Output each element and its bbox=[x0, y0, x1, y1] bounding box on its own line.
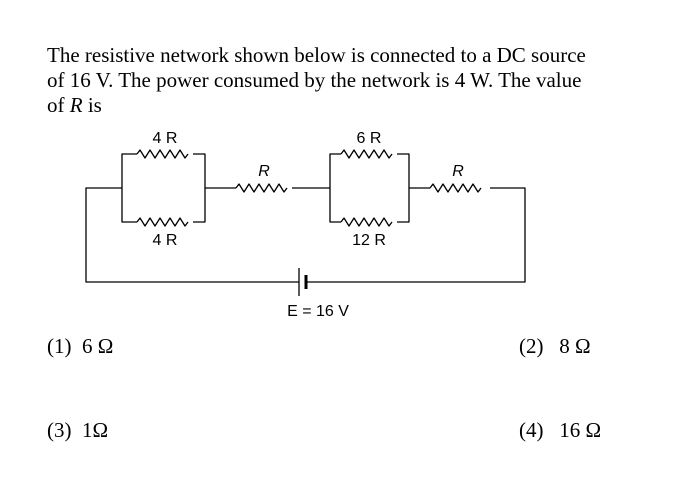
option-2-number: (2) bbox=[519, 334, 544, 358]
question-line-2: of 16 V. The power consumed by the netwo… bbox=[47, 68, 582, 92]
option-2-value: 8 Ω bbox=[559, 334, 591, 358]
question-text: The resistive network shown below is con… bbox=[47, 43, 667, 118]
option-3[interactable]: (3) 1Ω bbox=[47, 418, 108, 443]
resistor-right-series bbox=[429, 183, 482, 193]
question-line-3-suffix: is bbox=[82, 93, 102, 117]
wire-left-box-top bbox=[121, 153, 137, 188]
option-4-value: 16 Ω bbox=[559, 418, 602, 442]
label-top-right: 6 R bbox=[357, 130, 382, 147]
resistor-bottom-left bbox=[136, 217, 189, 227]
wire-right-box-top-right bbox=[397, 153, 410, 188]
label-right-series: R bbox=[452, 163, 464, 180]
wire-left-box-top-right bbox=[193, 153, 206, 188]
resistor-top-left bbox=[136, 149, 189, 159]
wire-right-box-bottom bbox=[329, 188, 341, 223]
wire-left-outer bbox=[85, 187, 299, 283]
option-3-number: (3) bbox=[47, 418, 72, 442]
option-1-value: 6 Ω bbox=[82, 334, 114, 358]
option-1[interactable]: (1) 6 Ω bbox=[47, 334, 113, 359]
question-variable-r: R bbox=[69, 93, 83, 117]
label-source: E = 16 V bbox=[287, 303, 349, 320]
label-top-left: 4 R bbox=[153, 130, 178, 147]
wire-left-box-bottom bbox=[121, 188, 137, 223]
label-middle-series: R bbox=[258, 163, 270, 180]
question-line-3-prefix: of bbox=[47, 93, 70, 117]
resistor-bottom-right bbox=[340, 217, 393, 227]
wire-right-box-bottom-right bbox=[397, 188, 410, 223]
resistor-middle-series bbox=[235, 183, 288, 193]
option-4-number: (4) bbox=[519, 418, 544, 442]
question-line-3: of R is bbox=[47, 93, 667, 118]
option-1-number: (1) bbox=[47, 334, 72, 358]
wire-left-box-bottom-right bbox=[193, 188, 206, 223]
option-3-value: 1Ω bbox=[82, 418, 109, 442]
wire-right-box-top bbox=[329, 153, 341, 188]
question-line-1: The resistive network shown below is con… bbox=[47, 43, 586, 67]
option-4[interactable]: (4) 16 Ω bbox=[519, 418, 601, 443]
option-2[interactable]: (2) 8 Ω bbox=[519, 334, 591, 359]
wire-right-outer bbox=[306, 187, 526, 283]
label-bottom-right: 12 R bbox=[352, 232, 386, 249]
label-bottom-left: 4 R bbox=[153, 232, 178, 249]
resistor-top-right bbox=[340, 149, 393, 159]
